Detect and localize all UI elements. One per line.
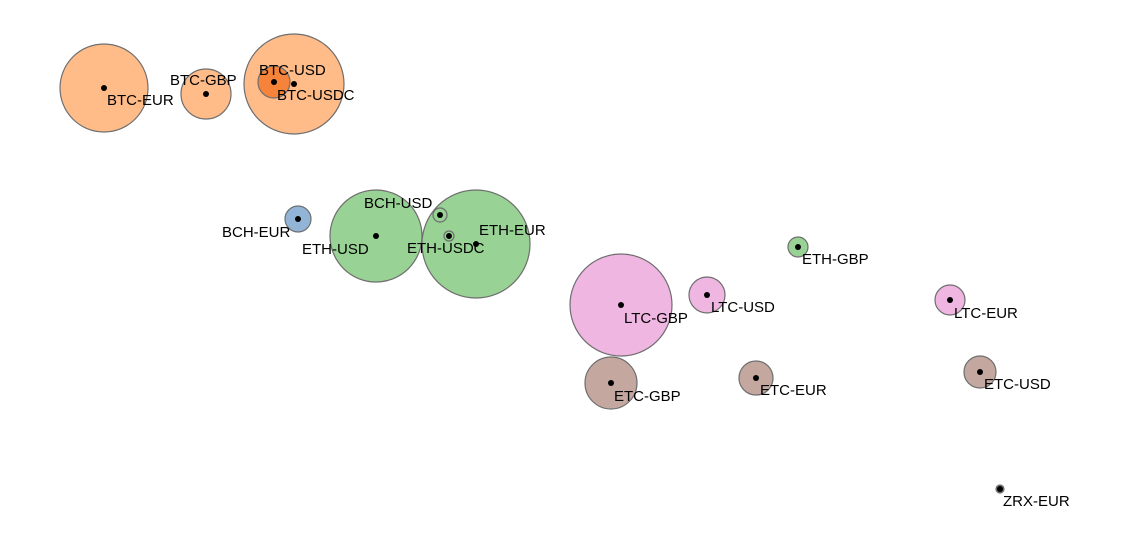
dots-layer bbox=[101, 79, 1003, 492]
dot-bch-usd bbox=[437, 212, 443, 218]
bubbles-layer bbox=[59, 33, 1005, 494]
label-ltc-eur: LTC-EUR bbox=[954, 305, 1018, 322]
dot-ltc-usd bbox=[704, 292, 710, 298]
dot-eth-gbp bbox=[795, 244, 801, 250]
label-zrx-eur: ZRX-EUR bbox=[1003, 493, 1070, 510]
dot-ltc-gbp bbox=[618, 302, 624, 308]
label-btc-usd: BTC-USD bbox=[259, 62, 326, 79]
label-etc-eur: ETC-EUR bbox=[760, 382, 827, 399]
dot-ltc-eur bbox=[947, 297, 953, 303]
labels-layer: BTC-EUR BTC-GBP BTC-USD BTC-USDC BCH-EUR BCH-… bbox=[107, 62, 1070, 510]
dot-btc-eur bbox=[101, 85, 107, 91]
label-etc-gbp: ETC-GBP bbox=[614, 388, 681, 405]
label-ltc-gbp: LTC-GBP bbox=[624, 310, 688, 327]
dot-eth-eur bbox=[473, 241, 479, 247]
label-eth-gbp: ETH-GBP bbox=[802, 251, 869, 268]
dot-zrx-eur bbox=[997, 486, 1003, 492]
label-btc-usdc: BTC-USDC bbox=[277, 87, 355, 104]
label-ltc-usd: LTC-USD bbox=[711, 299, 775, 316]
dot-btc-usdc bbox=[291, 81, 297, 87]
dot-etc-eur bbox=[753, 375, 759, 381]
dot-etc-gbp bbox=[608, 380, 614, 386]
label-eth-eur: ETH-EUR bbox=[479, 222, 546, 239]
dot-btc-gbp bbox=[203, 91, 209, 97]
label-etc-usd: ETC-USD bbox=[984, 376, 1051, 393]
dot-bch-eur bbox=[295, 216, 301, 222]
dot-btc-usd bbox=[271, 79, 277, 85]
label-bch-eur: BCH-EUR bbox=[222, 224, 291, 241]
dot-eth-usd bbox=[373, 233, 379, 239]
label-bch-usd: BCH-USD bbox=[364, 195, 433, 212]
label-eth-usdc: ETH-USDC bbox=[407, 240, 485, 257]
dot-etc-usd bbox=[977, 369, 983, 375]
label-btc-eur: BTC-EUR bbox=[107, 92, 174, 109]
dot-eth-usdc bbox=[446, 233, 452, 239]
label-eth-usd: ETH-USD bbox=[302, 241, 369, 258]
label-btc-gbp: BTC-GBP bbox=[170, 72, 237, 89]
